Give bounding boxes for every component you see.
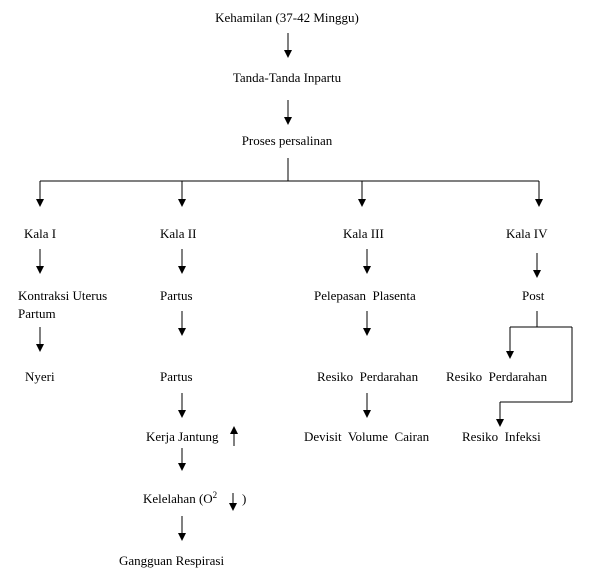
kala1-pain: Nyeri xyxy=(25,369,55,384)
arrow-bleeding-to-fluid xyxy=(363,393,371,418)
kala4-title: Kala IV xyxy=(506,226,548,241)
kala1-contraction-line2: Partum xyxy=(18,306,56,321)
node-labor-process: Proses persalinan xyxy=(242,133,333,148)
arrow-to-kala2 xyxy=(178,181,186,207)
kala2-fatigue-suffix: ) xyxy=(242,491,246,506)
arrow-to-kala1 xyxy=(36,181,44,207)
arrow-partus1-to-partus2 xyxy=(178,311,186,336)
arrow-to-kala3 xyxy=(358,181,366,207)
kala2-fatigue: Kelelahan (O2 xyxy=(143,490,217,506)
arrow-heart-to-fatigue xyxy=(178,448,186,471)
arrow-kala1-to-contraction xyxy=(36,249,44,274)
node-inpartu-signs: Tanda-Tanda Inpartu xyxy=(233,70,342,85)
kala4-post: Post xyxy=(522,288,545,303)
arrow-fatigue-to-respiration xyxy=(178,516,186,541)
arrow-pregnancy-to-signs xyxy=(284,33,292,58)
branch-connector xyxy=(40,158,539,182)
kala2-respiration: Gangguan Respirasi xyxy=(119,553,224,568)
kala1-contraction-line1: Kontraksi Uterus xyxy=(18,288,107,303)
arrow-to-kala4 xyxy=(535,181,543,207)
arrow-placenta-to-bleeding xyxy=(363,311,371,336)
arrow-kala3-to-placenta xyxy=(363,249,371,274)
kala3-title: Kala III xyxy=(343,226,384,241)
arrow-signs-to-process xyxy=(284,100,292,125)
arrow-partus2-to-heart xyxy=(178,393,186,418)
up-arrow-icon xyxy=(230,426,238,446)
kala2-partus-1: Partus xyxy=(160,288,193,303)
kala3-placenta: Pelepasan Plasenta xyxy=(314,288,416,303)
down-arrow-icon xyxy=(229,493,237,511)
kala3-bleeding-risk: Resiko Perdarahan xyxy=(317,369,419,384)
node-pregnancy: Kehamilan (37-42 Minggu) xyxy=(215,10,359,25)
kala2-heart-work: Kerja Jantung xyxy=(146,429,219,444)
kala4-split-connector xyxy=(496,311,573,427)
kala4-infection-risk: Resiko Infeksi xyxy=(462,429,541,444)
kala1-title: Kala I xyxy=(24,226,56,241)
kala2-fatigue-sup: 2 xyxy=(213,490,218,500)
kala2-title: Kala II xyxy=(160,226,196,241)
kala3-fluid-deficit: Devisit Volume Cairan xyxy=(304,429,430,444)
arrow-contraction-to-pain xyxy=(36,327,44,352)
kala2-fatigue-prefix: Kelelahan (O xyxy=(143,491,213,506)
kala2-partus-2: Partus xyxy=(160,369,193,384)
arrow-kala2-to-partus1 xyxy=(178,249,186,274)
arrow-kala4-to-post xyxy=(533,253,541,278)
kala4-bleeding-risk: Resiko Perdarahan xyxy=(446,369,548,384)
